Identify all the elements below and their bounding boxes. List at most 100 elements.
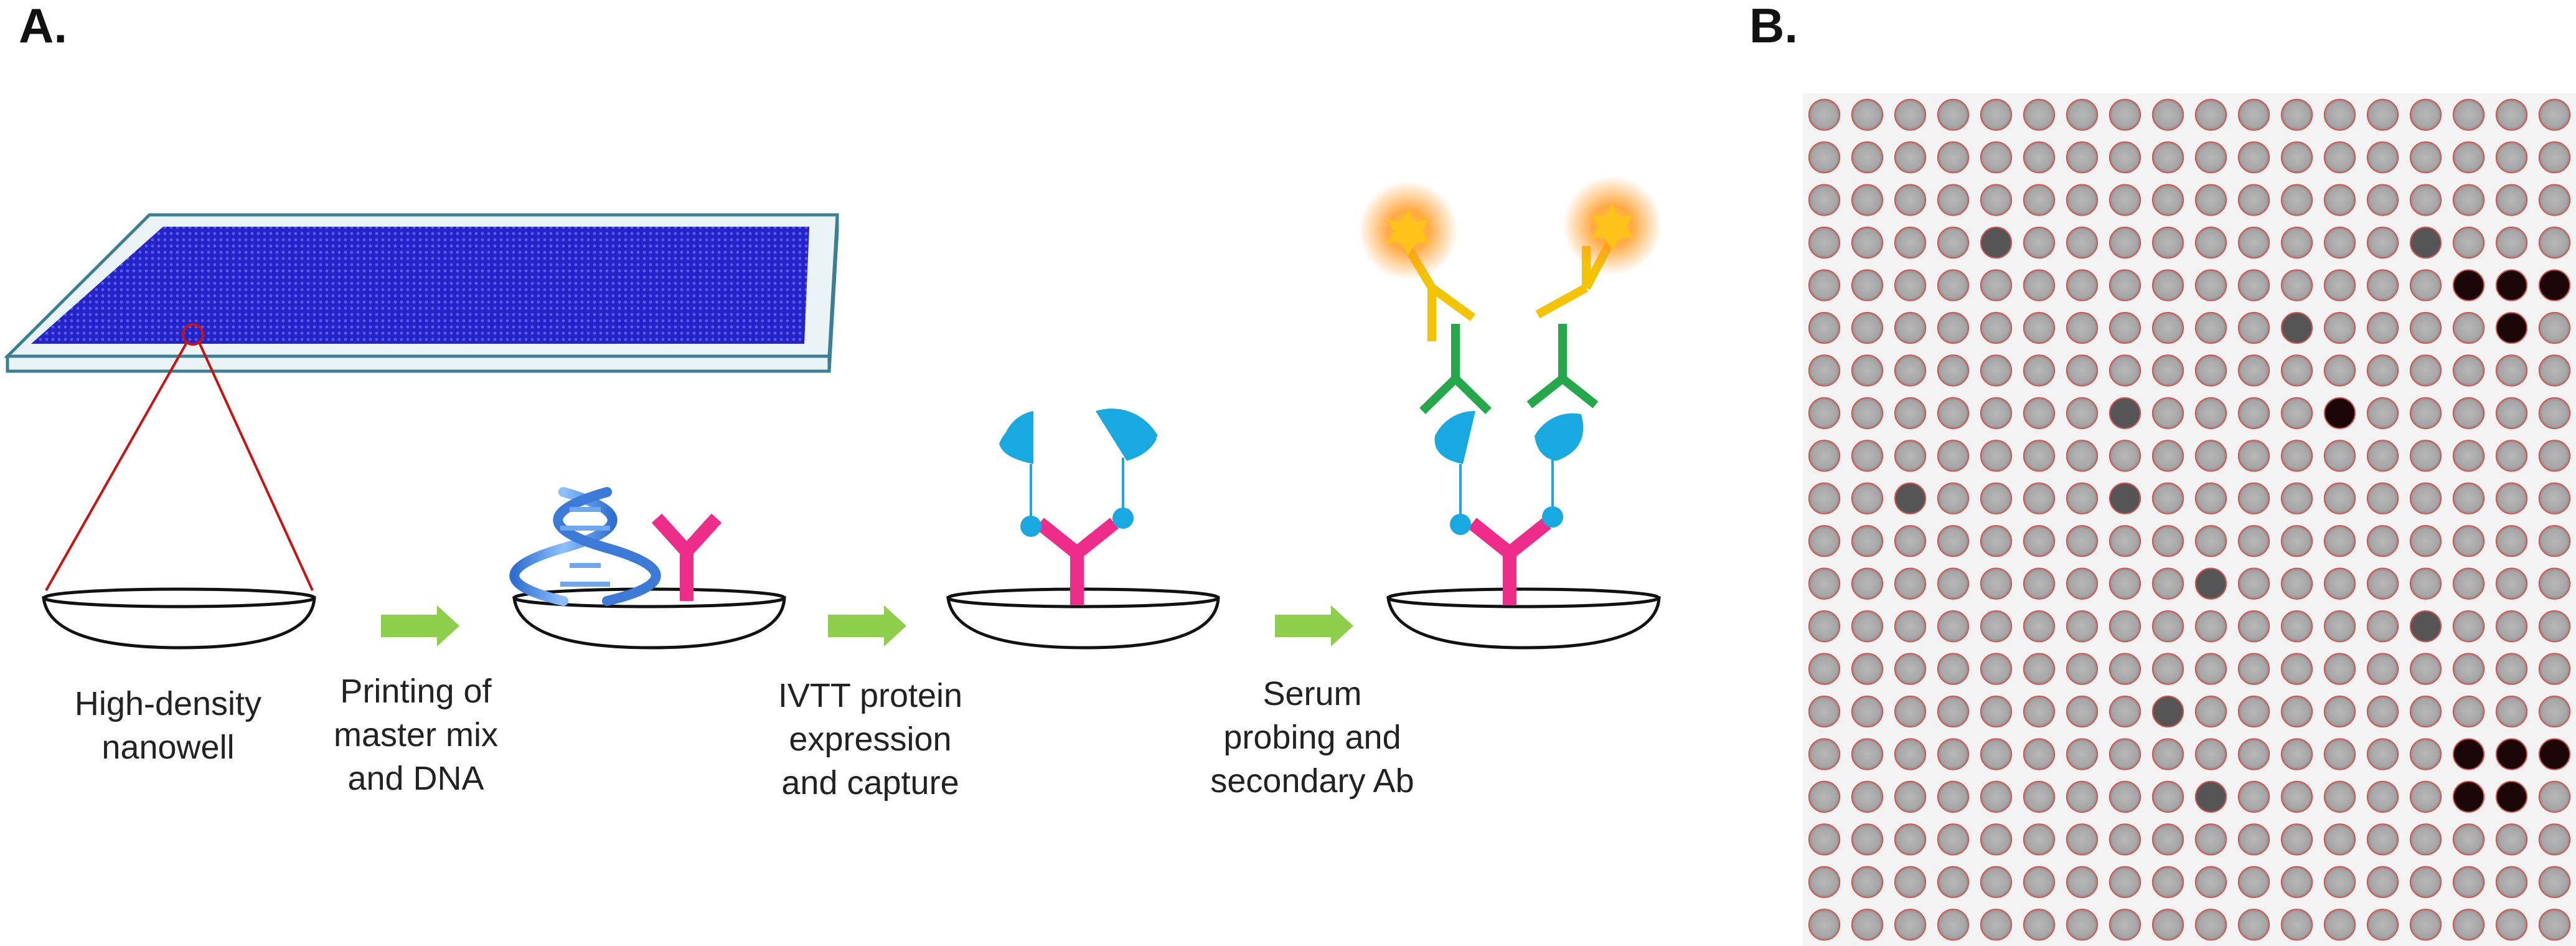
well-spot <box>1980 866 2013 898</box>
well-spot <box>2409 397 2442 430</box>
well-spot <box>2151 653 2184 685</box>
well-spot <box>2409 653 2442 685</box>
well-spot <box>2066 653 2099 685</box>
well-spot <box>2237 610 2270 643</box>
well-spot <box>2280 98 2313 131</box>
well-spot <box>1980 269 2013 301</box>
well-spot <box>1894 653 1927 685</box>
well-spot <box>2366 226 2399 259</box>
well-spot <box>2409 823 2442 856</box>
well-spot <box>2280 440 2313 472</box>
well-spot <box>2538 482 2571 514</box>
svg-text:Printing of: Printing of <box>340 673 492 710</box>
well-spot <box>2066 397 2099 430</box>
well-spot <box>2495 354 2528 387</box>
well-spot <box>1980 397 2013 430</box>
well-spot <box>2066 909 2099 941</box>
well-spot <box>2495 610 2528 643</box>
well-spot <box>2023 141 2056 174</box>
well-spot <box>2108 482 2141 514</box>
well-spot <box>1937 482 1970 514</box>
well-spot <box>1894 695 1927 728</box>
well-spot <box>2280 695 2313 728</box>
well-spot <box>2452 653 2485 685</box>
svg-text:probing and: probing and <box>1223 719 1401 756</box>
well-spot <box>1851 610 1884 643</box>
well-spot <box>1937 269 1970 301</box>
primary-antibodies <box>1419 324 1599 414</box>
well-spot <box>2409 184 2442 216</box>
well-spot <box>1851 311 1884 344</box>
well-spot <box>2108 780 2141 813</box>
well-spot <box>2495 184 2528 216</box>
well-spot <box>2280 311 2313 344</box>
well-spot <box>2366 610 2399 643</box>
well-spot <box>2023 653 2056 685</box>
well-spot <box>1851 695 1884 728</box>
well-spot <box>2495 738 2528 770</box>
well-spot <box>2066 738 2099 770</box>
well-spot <box>2409 610 2442 643</box>
dna-helix <box>509 487 661 606</box>
well-spot <box>2366 695 2399 728</box>
well-spot <box>2366 269 2399 301</box>
well-spot <box>2151 866 2184 898</box>
well-spot <box>2066 184 2099 216</box>
well-spot <box>2323 695 2356 728</box>
well-spot <box>2108 653 2141 685</box>
well-spot <box>2452 354 2485 387</box>
well-spot <box>2280 269 2313 301</box>
well-spot <box>2108 184 2141 216</box>
well-spot <box>2538 909 2571 941</box>
well-spot <box>2409 780 2442 813</box>
well-spot <box>2280 909 2313 941</box>
well-spot <box>2452 141 2485 174</box>
well-spot <box>2151 780 2184 813</box>
well-spot <box>1851 866 1884 898</box>
well-spot <box>2366 184 2399 216</box>
well-spot <box>2237 525 2270 557</box>
well-spot <box>2023 909 2056 941</box>
well-spot <box>1894 184 1927 216</box>
well-spot <box>2452 866 2485 898</box>
well-spot <box>2538 780 2571 813</box>
well-spot <box>2538 525 2571 557</box>
well-spot <box>2409 98 2442 131</box>
well-spot <box>2151 184 2184 216</box>
well-spot <box>2538 311 2571 344</box>
well-spot <box>2151 98 2184 131</box>
well-spot <box>2280 610 2313 643</box>
well-spot <box>2237 226 2270 259</box>
well-spot <box>2237 482 2270 514</box>
well-spot <box>1808 141 1841 174</box>
well-spot <box>2538 823 2571 856</box>
well-spot <box>2151 695 2184 728</box>
well-spot <box>2452 695 2485 728</box>
well-spot <box>2023 567 2056 600</box>
well-spot <box>2023 397 2056 430</box>
well-spot <box>2280 567 2313 600</box>
well-spot <box>1937 397 1970 430</box>
well-spot <box>2194 98 2227 131</box>
well-spot <box>1937 440 1970 472</box>
well-spot <box>1980 141 2013 174</box>
well-spot <box>1851 440 1884 472</box>
well-spot <box>1894 482 1927 514</box>
well-spot <box>2151 397 2184 430</box>
well-spot <box>2066 269 2099 301</box>
nanowell-dish-4 <box>1386 587 1661 650</box>
well-spot <box>2108 823 2141 856</box>
capture-antibody-dish-4 <box>1468 518 1551 605</box>
well-spot <box>2495 269 2528 301</box>
well-spot <box>2194 525 2227 557</box>
well-spot <box>2023 311 2056 344</box>
well-spot <box>1808 482 1841 514</box>
well-spot <box>2108 98 2141 131</box>
well-spot <box>2151 269 2184 301</box>
well-spot <box>2151 909 2184 941</box>
well-spot <box>2323 226 2356 259</box>
well-spot <box>2280 184 2313 216</box>
well-spot <box>2366 823 2399 856</box>
svg-text:nanowell: nanowell <box>101 729 234 766</box>
